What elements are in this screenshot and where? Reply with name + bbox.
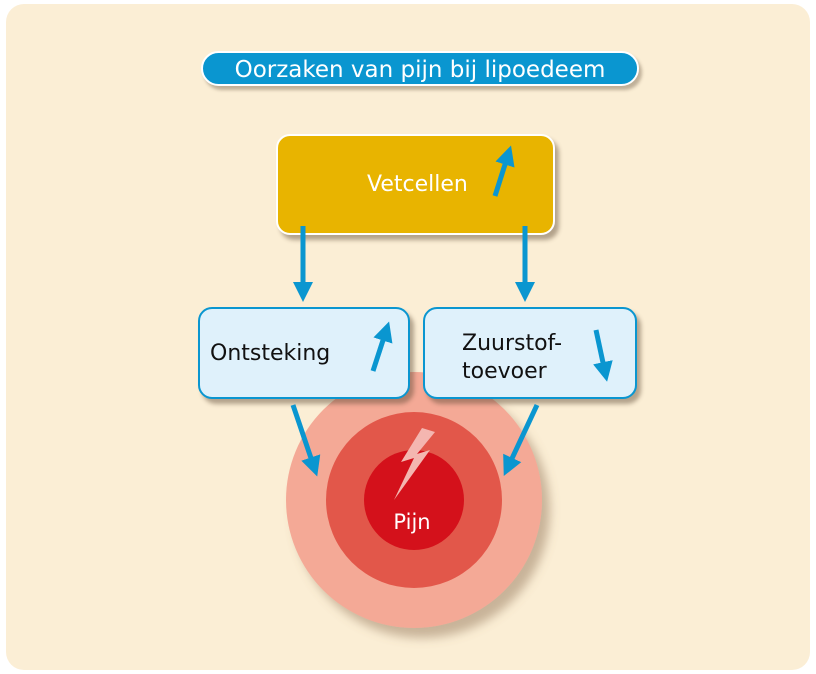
arrow-inflammation-to-pain <box>290 404 321 477</box>
oxygen-supply-label: Zuurstof- toevoer <box>462 330 562 386</box>
inflammation-label: Ontsteking <box>210 341 331 366</box>
pain-label: Pijn <box>393 510 431 534</box>
oxygen-supply-label-line2: toevoer <box>462 359 547 384</box>
inflammation-box: Ontsteking <box>198 307 410 399</box>
lightning-icon <box>394 428 435 500</box>
arrow-down-icon <box>593 329 613 382</box>
arrow-up-icon <box>492 145 515 197</box>
fat-cells-label: Vetcellen <box>367 172 468 197</box>
oxygen-supply-label-line1: Zuurstof- <box>462 331 563 356</box>
pain-core <box>364 450 464 550</box>
arrow-up-icon <box>370 321 393 372</box>
diagram-title: Oorzaken van pijn bij lipoedeem <box>201 51 639 86</box>
arrow-oxygen-to-pain <box>503 403 540 477</box>
